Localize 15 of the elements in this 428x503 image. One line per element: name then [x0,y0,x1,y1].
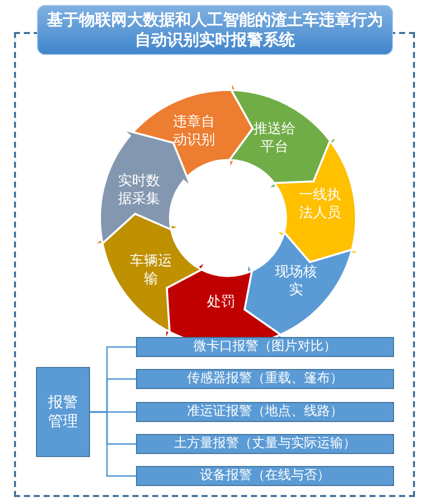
alarm-type-box: 准运证报警（地点、线路） [136,402,394,422]
cycle-step-label: 推送给平台 [248,120,302,156]
cycle-step-label: 违章自动识别 [167,113,222,150]
cycle-step-label: 处罚 [194,292,248,311]
cycle-step-label: 一线执法人员 [292,186,347,222]
category-box: 报警管理 [36,367,90,457]
title-banner: 基于物联网大数据和人工智能的渣土车违章行为自动识别实时报警系统 [37,5,393,55]
alarm-type-box: 土方量报警（丈量与实际运输） [136,434,394,454]
cycle-step-label: 现场核实 [269,263,324,300]
cycle-step-label: 车辆运输 [124,252,178,288]
alarm-type-box: 微卡口报警（图片对比） [136,337,394,357]
connector-line [90,411,136,477]
cycle-step-label: 实时数据采集 [112,172,166,208]
alarm-type-box: 设备报警（在线与否） [136,466,394,486]
alarm-type-box: 传感器报警（重载、篷布） [136,369,394,389]
